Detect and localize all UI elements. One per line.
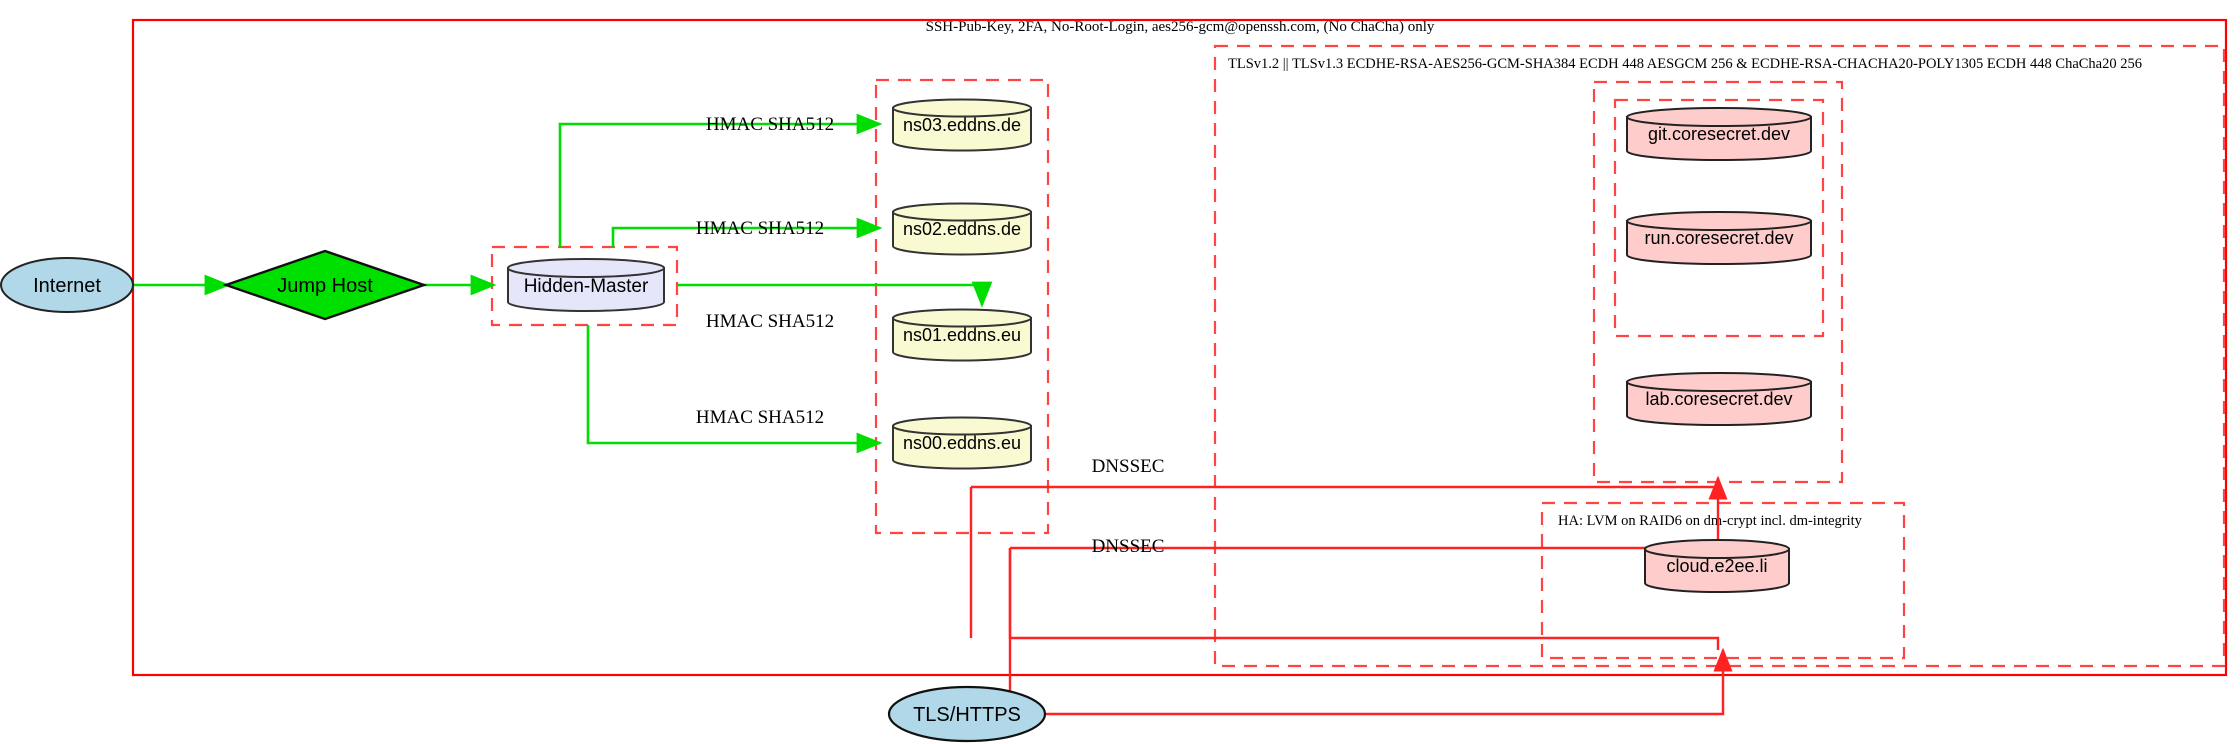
edge-hiddenmaster-to-ns03	[558, 113, 883, 247]
edge-hiddenmaster-to-ns01	[678, 281, 993, 308]
node-jump-host[interactable]: Jump Host	[222, 249, 428, 321]
ha-cluster-label: HA: LVM on RAID6 on dm-crypt incl. dm-in…	[1558, 513, 1863, 529]
node-git-coresecret-label: git.coresecret.dev	[1648, 124, 1790, 144]
node-lab-coresecret-label: lab.coresecret.dev	[1645, 389, 1792, 409]
node-ns01[interactable]: ns01.eddns.eu	[892, 308, 1032, 362]
node-tls-https-label: TLS/HTTPS	[913, 704, 1021, 726]
edge-label-dnssec-upper: DNSSEC	[1092, 456, 1165, 477]
node-cloud-e2ee-label: cloud.e2ee.li	[1666, 556, 1767, 576]
node-lab-coresecret[interactable]: lab.coresecret.dev	[1626, 372, 1812, 426]
tls-cluster-boundary	[1213, 44, 2226, 668]
edge-label-hmac-ns02: HMAC SHA512	[696, 218, 824, 239]
node-ns01-label: ns01.eddns.eu	[903, 325, 1021, 345]
node-ns03-label: ns03.eddns.de	[903, 115, 1021, 135]
services-inner-cluster-boundary	[1613, 98, 1825, 338]
node-internet-label: Internet	[33, 275, 101, 297]
node-internet[interactable]: Internet	[0, 257, 134, 313]
node-ns00-label: ns00.eddns.eu	[903, 433, 1021, 453]
node-cloud-e2ee[interactable]: cloud.e2ee.li	[1644, 539, 1790, 593]
edge-hiddenmaster-to-ns02	[611, 217, 883, 247]
node-git-coresecret[interactable]: git.coresecret.dev	[1626, 107, 1812, 161]
node-hidden-master[interactable]: Hidden-Master	[507, 258, 665, 312]
ha-cluster-boundary	[1540, 501, 1906, 660]
node-ns03[interactable]: ns03.eddns.de	[892, 98, 1032, 152]
edge-label-hmac-ns00: HMAC SHA512	[696, 407, 824, 428]
tls-cluster-label: TLSv1.2 || TLSv1.3 ECDHE-RSA-AES256-GCM-…	[1228, 56, 2142, 72]
outer-ssh-boundary-label: SSH-Pub-Key, 2FA, No-Root-Login, aes256-…	[926, 19, 1435, 35]
node-ns02-label: ns02.eddns.de	[903, 219, 1021, 239]
node-ns00[interactable]: ns00.eddns.eu	[892, 416, 1032, 470]
edge-hiddenmaster-to-ns00	[586, 325, 883, 454]
node-ns02[interactable]: ns02.eddns.de	[892, 202, 1032, 256]
outer-ssh-boundary	[131, 18, 2228, 677]
node-jump-host-label: Jump Host	[277, 275, 373, 297]
node-run-coresecret[interactable]: run.coresecret.dev	[1626, 211, 1812, 265]
node-tls-https[interactable]: TLS/HTTPS	[887, 685, 1047, 743]
edge-label-hmac-ns03: HMAC SHA512	[706, 114, 834, 135]
edge-dnssec-lower	[1008, 548, 1720, 650]
dns-cluster-boundary	[874, 78, 1050, 535]
edge-tlshttps-to-cloud	[1045, 647, 1733, 716]
node-hidden-master-label: Hidden-Master	[524, 276, 649, 297]
node-run-coresecret-label: run.coresecret.dev	[1644, 228, 1793, 248]
edge-label-dnssec-lower: DNSSEC	[1092, 536, 1165, 557]
edge-label-hmac-ns01: HMAC SHA512	[706, 311, 834, 332]
